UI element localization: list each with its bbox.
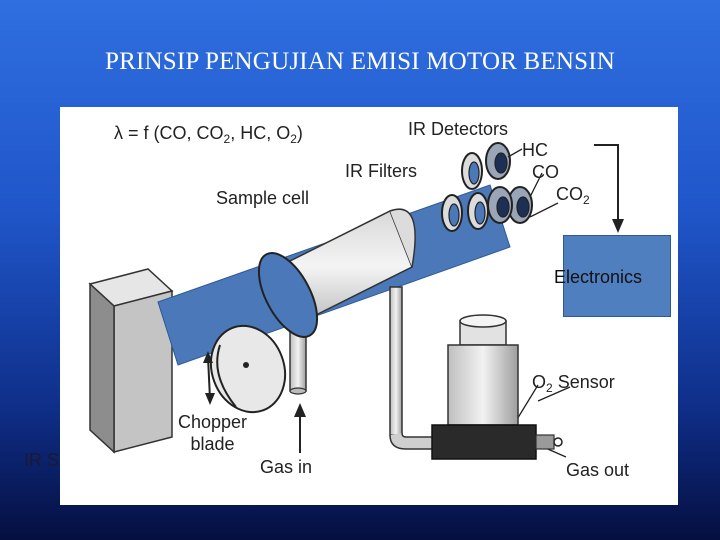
hc-label: HC bbox=[522, 140, 548, 160]
gas-out-label: Gas out bbox=[566, 460, 630, 480]
ir-detectors bbox=[485, 142, 533, 224]
electronics-input-arrow bbox=[594, 144, 624, 233]
lambda-symbol: λ bbox=[114, 123, 123, 143]
ir-filters-label: IR Filters bbox=[345, 161, 417, 181]
sample-cell bbox=[257, 208, 416, 338]
o2-sensor-body bbox=[431, 314, 563, 460]
gas-inlet-pipe bbox=[289, 322, 307, 395]
diagram-panel: λ = f (CO, CO2, HC, O2) IR Detectors IR … bbox=[60, 107, 678, 505]
gas-in-label: Gas in bbox=[260, 457, 313, 477]
electronics-label: Electronics bbox=[554, 267, 643, 287]
co-label: CO bbox=[532, 162, 559, 182]
lambda-formula: λ = f (CO, CO2, HC, O2) bbox=[114, 123, 303, 146]
emission-test-diagram bbox=[88, 142, 624, 460]
o2-sensor-label: O2 Sensor bbox=[532, 372, 615, 395]
co2-label: CO2 bbox=[556, 184, 590, 207]
ir-detectors-label: IR Detectors bbox=[408, 119, 509, 139]
gas-outlet-pipe bbox=[389, 286, 441, 450]
chopper-blade-label: Chopper blade bbox=[178, 412, 248, 454]
ir-source-block bbox=[88, 268, 174, 454]
gas-in-arrow bbox=[294, 403, 306, 453]
sample-cell-label: Sample cell bbox=[216, 188, 310, 208]
electronics-box bbox=[563, 235, 671, 317]
slide-title: PRINSIP PENGUJIAN EMISI MOTOR BENSIN bbox=[104, 48, 616, 75]
chopper-blade bbox=[203, 324, 287, 414]
side-text-fragment: IR S bbox=[24, 450, 60, 470]
